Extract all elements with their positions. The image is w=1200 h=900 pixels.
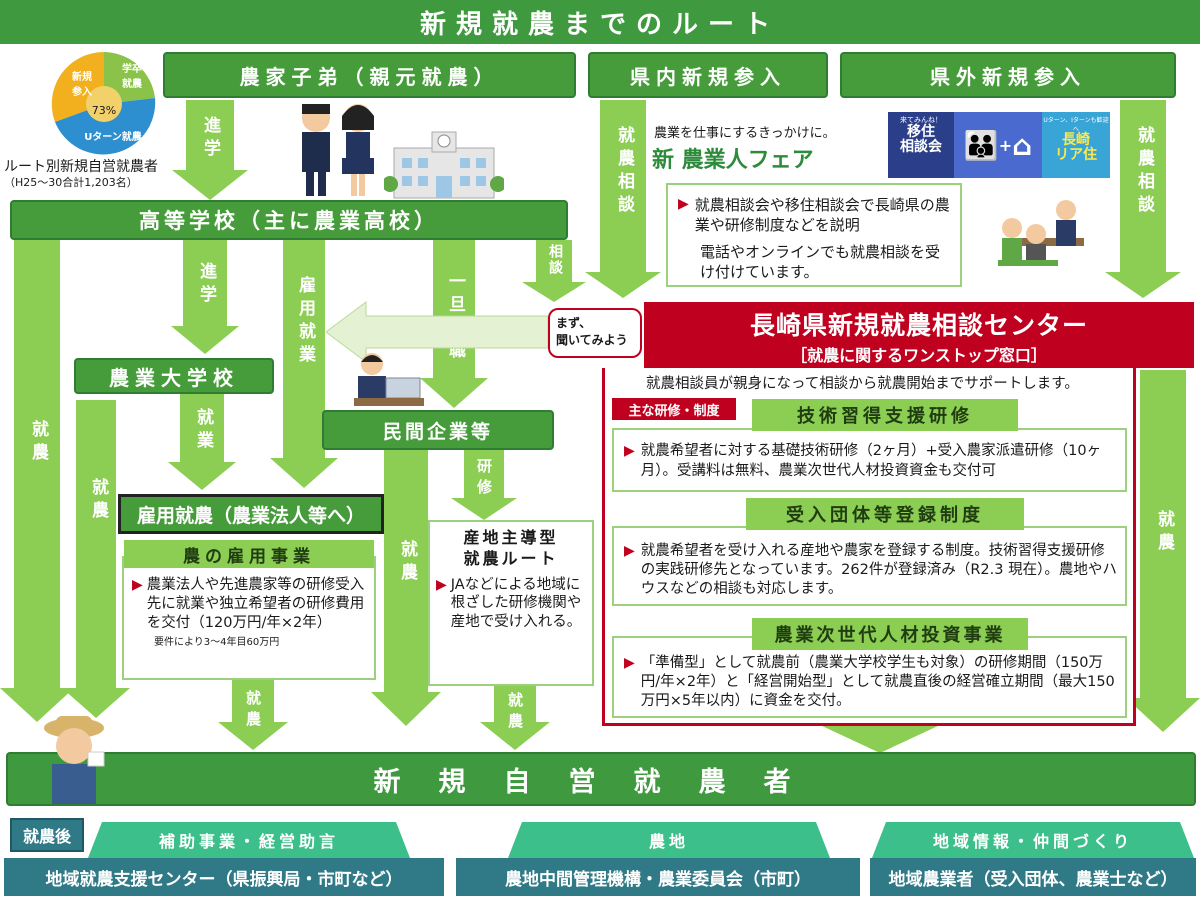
center-intro: 就農相談員が親身になって相談から就農開始までサポートします。 xyxy=(646,376,1079,392)
farmer-illustration xyxy=(44,716,105,804)
in-pref-box: 県内新規参入 xyxy=(588,52,828,98)
pie-label-new: 新規 参入 xyxy=(72,72,92,98)
after-label: 就農後 xyxy=(10,818,84,852)
arrow-label-shuno-bottom1: 就農 xyxy=(244,690,262,732)
community-box: 地域農業者（受入団体、農業士など） xyxy=(870,858,1196,896)
employment-title: 雇用就農（農業法人等へ） xyxy=(118,494,384,534)
pie-label-grad: 学卒 就農 xyxy=(122,64,142,90)
arrow-label-shuno-company: 就農 xyxy=(397,540,417,586)
pie-sub-caption: （H25～30合計1,203名） xyxy=(4,176,138,189)
consult-line1: 就農相談会や移住相談会で長崎県の農業や研修制度などを説明 xyxy=(694,196,950,235)
nagasaki-banner: Uターン、Iターンも歓迎へ 長崎 リア住 xyxy=(1042,112,1110,178)
center-title: 長崎県新規就農相談センター xyxy=(749,311,1088,340)
out-pref-box: 県外新規参入 xyxy=(840,52,1176,98)
consult-info-panel: ▶就農相談会や移住相談会で長崎県の農業や研修制度などを説明 電話やオンラインでも… xyxy=(666,183,962,287)
tab-farmland: 農地 xyxy=(648,832,689,851)
arrow-label-shugyo: 就業 xyxy=(193,408,213,454)
arrow-label-soudan: 相談 xyxy=(547,244,563,276)
migration-banner: 来てみんね！ 移住 相談会 xyxy=(888,112,954,178)
route-text: JAなどによる地域に根ざした研修機関や産地で受け入れる。 xyxy=(450,576,582,631)
migration-graphic: 👪+⌂ xyxy=(954,112,1042,178)
pie-caption: ルート別新規自営就農者 xyxy=(4,159,158,175)
main-tag: 主な研修・制度 xyxy=(612,398,736,420)
employment-subtitle: 農の雇用事業 xyxy=(124,540,374,568)
support-center-box: 地域就農支援センター（県振興局・市町など） xyxy=(4,858,444,896)
office-worker-illustration xyxy=(354,353,424,406)
pie-center-label: 73% xyxy=(91,104,117,117)
tab-support: 補助事業・経営助言 xyxy=(158,832,339,851)
fair-tagline: 農業を仕事にするきっかけに。 xyxy=(654,126,836,141)
fair-name: 新 農業人フェア xyxy=(652,148,814,173)
farmland-box: 農地中間管理機構・農業委員会（市町） xyxy=(456,858,860,896)
page-title: 新規就農までのルート xyxy=(419,9,780,40)
arrow-label-kenshu: 研修 xyxy=(475,458,493,500)
pie-label-uturn: Uターン就農 xyxy=(84,132,142,143)
arrow-label-shuno-bottom2: 就農 xyxy=(506,692,524,734)
arrow-label-soudan-right: 就農相談 xyxy=(1134,126,1154,218)
arrow-label-shingaku: 進学 xyxy=(200,116,220,162)
tab-community: 地域情報・仲間づくり xyxy=(932,832,1133,851)
new-farmer-bar: 新規自営就農者 xyxy=(6,752,1196,806)
employment-note: 要件により3～4年目60万円 xyxy=(154,636,280,648)
school-building-illustration xyxy=(384,131,504,199)
arrow-label-shuno-left2: 就農 xyxy=(88,478,108,524)
farm-family-box: 農家子弟（親元就農） xyxy=(163,52,576,98)
pie-slice-uturn xyxy=(55,98,156,155)
s1-panel: ▶就農希望者に対する基礎技術研修（2ヶ月）+受入農家派遣研修（10ヶ月）。受講料… xyxy=(612,428,1127,492)
s1-text: 就農希望者に対する基礎技術研修（2ヶ月）+受入農家派遣研修（10ヶ月）。受講料は… xyxy=(640,443,1102,479)
arrow-label-shuno-right: 就農 xyxy=(1154,510,1174,556)
s3-panel: ▶「準備型」として就農前（農業大学校学生も対象）の研修期間（150万円/年×2年… xyxy=(612,636,1127,718)
arrow-label-shingaku2: 進学 xyxy=(196,262,216,308)
s2-panel: ▶就農希望者を受け入れる産地や農家を登録する制度。技術習得支援研修の実践研修先と… xyxy=(612,526,1127,606)
s2-text: 就農希望者を受け入れる産地や農家を登録する制度。技術習得支援研修の実践研修先とな… xyxy=(640,543,1117,597)
students-illustration xyxy=(302,104,374,196)
s1-title: 技術習得支援研修 xyxy=(752,399,1018,431)
title-bar: 新規就農までのルート xyxy=(0,0,1200,44)
center-bubble: まず、 聞いてみよう xyxy=(548,308,642,358)
s2-title: 受入団体等登録制度 xyxy=(746,498,1024,530)
arrow-label-soudan-left: 就農相談 xyxy=(614,126,634,218)
center-subtitle: ［就農に関するワンストップ窓口］ xyxy=(791,346,1047,365)
route-panel: 産地主導型 就農ルート ▶JAなどによる地域に根ざした研修機関や産地で受け入れる… xyxy=(428,520,594,686)
route-title: 産地主導型 就農ルート xyxy=(463,528,559,568)
arrow-label-koyo: 雇用就業 xyxy=(295,276,315,368)
employment-panel: ▶農業法人や先進農家等の研修受入先に就業や独立希望者の研修費用を交付（120万円… xyxy=(122,556,376,680)
center-header: 長崎県新規就農相談センター ［就農に関するワンストップ窓口］ xyxy=(644,302,1194,368)
employment-text: 農業法人や先進農家等の研修受入先に就業や独立希望者の研修費用を交付（120万円/… xyxy=(146,577,365,631)
s3-title: 農業次世代人材投資事業 xyxy=(752,618,1028,650)
pie-slice-graduate xyxy=(104,52,155,104)
route-pie-chart xyxy=(51,51,156,155)
private-company-box: 民間企業等 xyxy=(322,410,554,450)
agri-college-box: 農業大学校 xyxy=(74,358,274,394)
high-school-box: 高等学校（主に農業高校） xyxy=(10,200,568,240)
consult-line2: 電話やオンラインでも就農相談を受け付けています。 xyxy=(700,242,941,281)
consultation-illustration xyxy=(998,200,1084,266)
s3-text: 「準備型」として就農前（農業大学校学生も対象）の研修期間（150万円/年×2年）… xyxy=(640,655,1115,709)
arrow-label-shuno-left1: 就農 xyxy=(28,420,48,466)
